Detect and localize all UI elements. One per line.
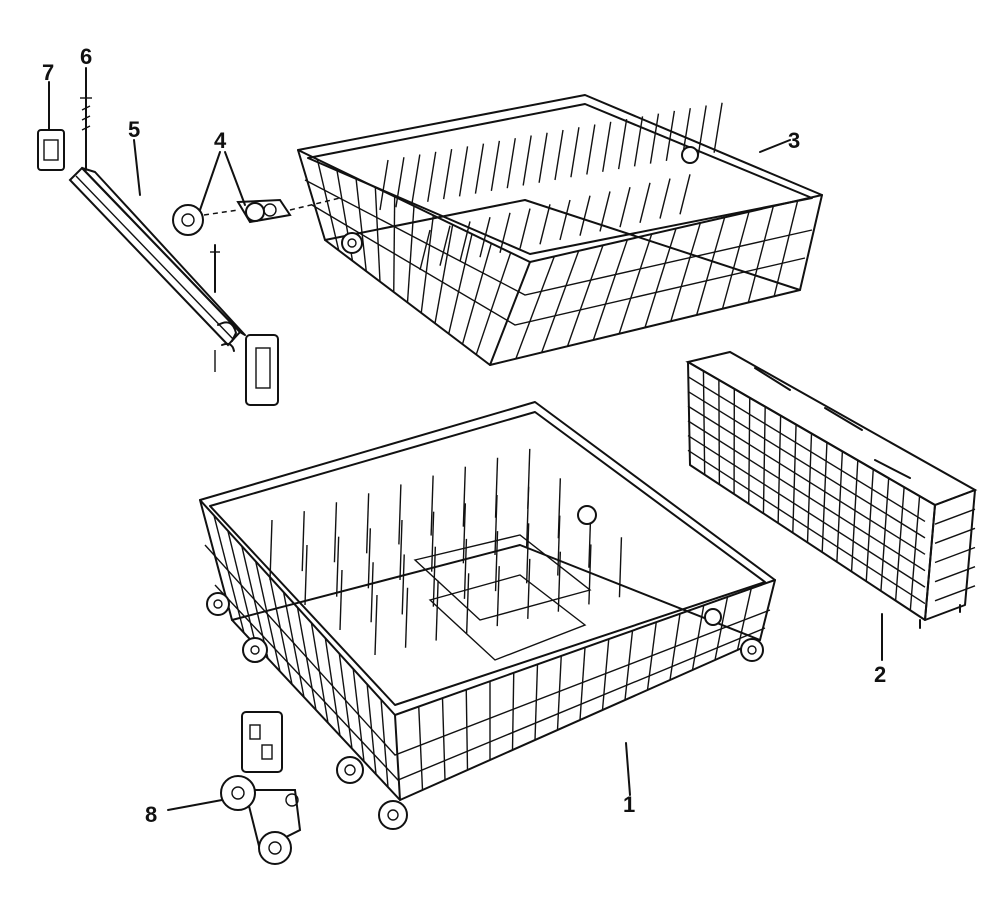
silverware-basket bbox=[685, 350, 978, 629]
callout-7: 7 bbox=[42, 60, 54, 85]
rail-screw-lower bbox=[210, 244, 220, 372]
wheel-assembly bbox=[172, 197, 341, 236]
callout-8: 8 bbox=[145, 802, 157, 827]
upper-rack bbox=[297, 94, 823, 366]
leader-lines bbox=[48, 67, 883, 811]
callout-labels: 1 2 3 4 5 6 7 8 bbox=[42, 44, 886, 827]
end-cap bbox=[37, 129, 65, 171]
callout-6: 6 bbox=[80, 44, 92, 69]
lower-rack bbox=[199, 401, 776, 830]
callout-3: 3 bbox=[788, 128, 800, 153]
roller-bracket bbox=[220, 711, 302, 865]
callout-2: 2 bbox=[874, 662, 886, 687]
slide-rail bbox=[68, 166, 246, 352]
rail-end-stop bbox=[245, 334, 279, 406]
callout-4: 4 bbox=[214, 128, 227, 153]
callout-5: 5 bbox=[128, 117, 140, 142]
callout-1: 1 bbox=[623, 792, 635, 817]
screw bbox=[80, 91, 92, 171]
